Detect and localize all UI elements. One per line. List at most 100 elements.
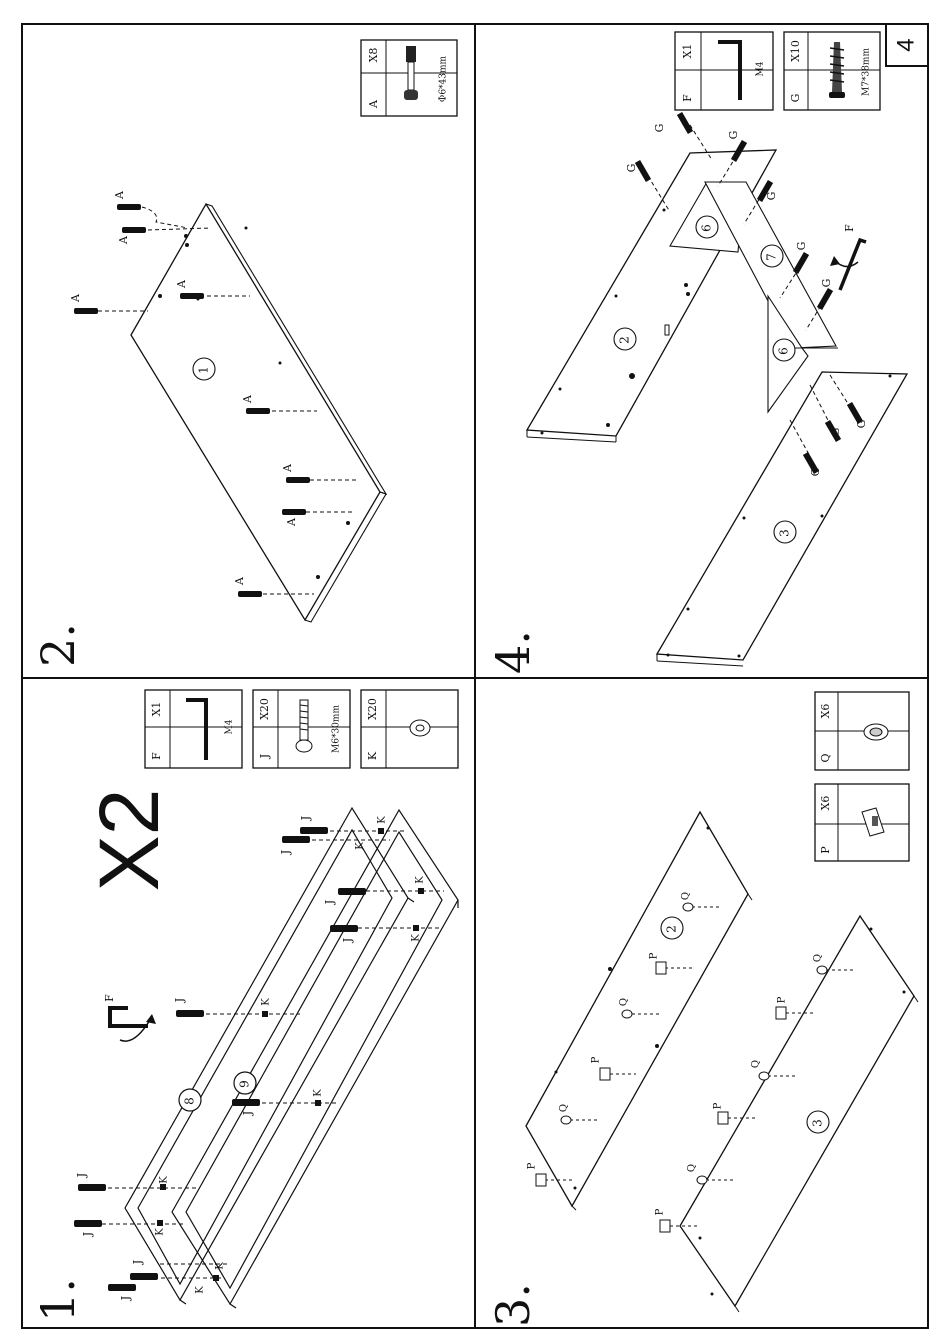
step-3: 3. P X6 Q X6 (486, 692, 918, 1327)
svg-text:Q: Q (819, 753, 832, 762)
parts-box-k: K X20 (361, 690, 458, 768)
step-3-number: 3. (486, 1283, 540, 1327)
svg-text:Q: Q (687, 1164, 698, 1172)
step-4: 4. F X1 M4 G X10 M7*38mm (486, 32, 907, 674)
panel-7-label: 7 (765, 253, 779, 261)
svg-text:J: J (131, 1260, 144, 1265)
svg-text:J: J (258, 754, 271, 759)
svg-text:A: A (281, 463, 294, 473)
svg-text:K: K (411, 934, 422, 942)
svg-text:G: G (653, 124, 666, 133)
svg-text:J: J (341, 938, 354, 943)
svg-text:M4: M4 (225, 719, 235, 734)
panel-2-bottom-label: 2 (665, 925, 679, 933)
parts-box-a: A X8 Φ6*43mm (361, 40, 457, 116)
step-1-number: 1. (31, 1278, 85, 1322)
svg-text:X1: X1 (150, 702, 163, 717)
allen-key-rotate-icon-1: F (103, 994, 156, 1041)
svg-text:P: P (655, 1208, 666, 1215)
part-a-qty: X8 (367, 48, 380, 63)
svg-text:J: J (299, 816, 312, 821)
panel-3-bottom-label: 3 (811, 1119, 825, 1127)
svg-text:P: P (527, 1162, 538, 1169)
step-2: 2. A X8 Φ6*43mm 1 (31, 40, 457, 667)
svg-text:K: K (261, 998, 272, 1006)
svg-text:Q: Q (751, 1060, 762, 1068)
svg-text:J: J (241, 1111, 254, 1116)
page-number: 4 (892, 38, 919, 51)
allen-key-rotate-icon: F (830, 224, 866, 290)
svg-text:P: P (713, 1102, 724, 1109)
parts-box-f1: F X1 M4 (145, 690, 242, 768)
svg-text:K: K (313, 1089, 324, 1097)
part-g-qty: X10 (789, 40, 802, 62)
panel-3-side: 3 (657, 372, 907, 666)
frame-8-label: 8 (183, 1097, 197, 1105)
svg-text:G: G (829, 428, 842, 437)
part-g-letter: G (789, 94, 802, 103)
nut-callouts-k: K K K K K K K K K K (155, 816, 426, 1294)
part-a-spec: Φ6*43mm (439, 55, 449, 102)
svg-text:J: J (279, 850, 292, 855)
part-f-spec: M4 (756, 61, 766, 76)
svg-text:Q: Q (559, 1104, 570, 1112)
svg-text:G: G (727, 131, 740, 140)
panel-6b-label: 6 (777, 347, 791, 355)
leveler-cap-icon (864, 724, 888, 740)
svg-text:J: J (173, 998, 186, 1003)
svg-text:A: A (233, 576, 246, 586)
svg-text:Q: Q (813, 954, 824, 962)
svg-text:A: A (175, 279, 188, 289)
svg-text:J: J (81, 1232, 94, 1237)
svg-text:Q: Q (619, 998, 630, 1006)
svg-text:J: J (323, 900, 336, 905)
parts-box-f: F X1 M4 (675, 32, 773, 110)
svg-text:X20: X20 (258, 698, 271, 720)
svg-text:X6: X6 (819, 704, 832, 719)
svg-text:F: F (103, 994, 116, 1002)
panel-6-label: 6 (700, 224, 714, 232)
panel-2: 2 (526, 812, 752, 1210)
svg-text:F: F (843, 224, 856, 232)
svg-text:A: A (285, 517, 298, 527)
step-4-number: 4. (486, 630, 540, 674)
panel-2-label: 2 (618, 336, 632, 344)
part-f-letter: F (681, 94, 694, 102)
svg-text:G: G (795, 242, 808, 251)
svg-text:G: G (820, 279, 833, 288)
svg-text:P: P (591, 1056, 602, 1063)
svg-text:F: F (150, 752, 163, 760)
parts-box-p: P X6 (815, 784, 909, 861)
frame-9-label: 9 (238, 1080, 252, 1088)
svg-text:M6*30mm: M6*30mm (332, 705, 342, 753)
svg-text:G: G (809, 468, 822, 477)
svg-text:K: K (159, 1176, 170, 1184)
svg-text:J: J (75, 1173, 88, 1178)
svg-text:P: P (649, 952, 660, 959)
part-a-letter: A (367, 99, 380, 109)
parts-box-g: G X10 M7*38mm (784, 32, 880, 110)
panel-3-label: 3 (778, 529, 792, 537)
svg-text:K: K (377, 816, 388, 824)
svg-text:Q: Q (681, 892, 692, 900)
step-1: 1. X2 F X1 M4 J X20 M6*30mm (31, 690, 458, 1322)
step-2-number: 2. (31, 623, 85, 667)
svg-text:A: A (241, 394, 254, 404)
cam-nut-icon (410, 720, 430, 736)
part-g-spec: M7*38mm (862, 48, 872, 96)
svg-text:P: P (819, 846, 832, 854)
svg-text:A: A (69, 293, 82, 303)
svg-text:K: K (415, 876, 426, 884)
bolts-j (74, 827, 424, 1291)
svg-text:X6: X6 (819, 796, 832, 811)
parts-box-j: J X20 M6*30mm (253, 690, 350, 768)
svg-text:K: K (366, 751, 379, 760)
svg-text:J: J (119, 1296, 132, 1301)
svg-text:G: G (765, 192, 778, 201)
panel-3: 3 (680, 916, 918, 1312)
svg-text:P: P (777, 996, 788, 1003)
svg-text:K: K (215, 1262, 226, 1270)
svg-text:G: G (625, 164, 638, 173)
svg-text:A: A (113, 190, 126, 200)
